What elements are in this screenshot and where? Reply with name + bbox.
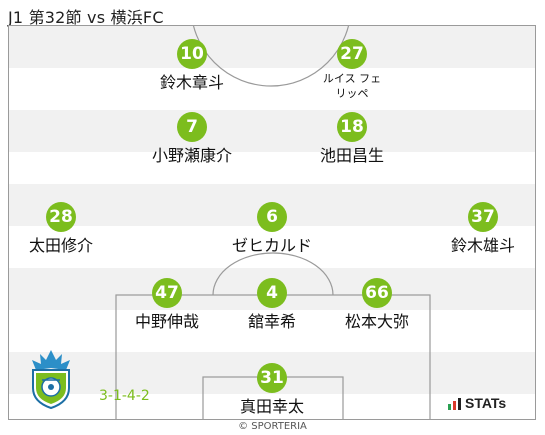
player-number: 28 [46, 202, 76, 232]
penalty-arc [212, 252, 334, 296]
stats-brand: STATs [465, 395, 507, 411]
player-name: 太田修介 [28, 236, 93, 255]
player-card[interactable]: 18 池田昌生 [282, 112, 422, 165]
match-title: J1 第32節 vs 横浜FC [8, 8, 164, 27]
player-card[interactable]: 37 鈴木雄斗 [413, 202, 545, 255]
pitch-stripe [9, 26, 535, 68]
player-name: 中野伸哉 [134, 312, 199, 331]
player-number: 37 [468, 202, 498, 232]
player-number: 6 [257, 202, 287, 232]
player-card[interactable]: 4 舘幸希 [202, 278, 342, 331]
copyright: © SPORTERIA [238, 421, 307, 432]
player-name: 小野瀬康介 [151, 146, 232, 165]
club-crest-logo [32, 350, 70, 410]
player-name: 鈴木章斗 [159, 73, 224, 92]
player-name: ルイス フェリッペ [322, 72, 382, 100]
player-card[interactable]: 31 真田幸太 [202, 363, 342, 416]
player-card[interactable]: 28 太田修介 [0, 202, 131, 255]
player-card[interactable]: 6 ゼヒカルド [202, 202, 342, 255]
formation-label: 3-1-4-2 [99, 388, 150, 404]
player-number: 4 [257, 278, 287, 308]
player-card[interactable]: 66 松本大弥 [307, 278, 447, 331]
player-name: ゼヒカルド [231, 236, 312, 255]
player-card[interactable]: 47 中野伸哉 [97, 278, 237, 331]
player-number: 27 [337, 39, 367, 69]
player-number: 7 [177, 112, 207, 142]
player-name: 池田昌生 [319, 146, 384, 165]
player-number: 31 [257, 363, 287, 393]
player-name: 舘幸希 [247, 312, 296, 331]
player-card[interactable]: 7 小野瀬康介 [122, 112, 262, 165]
player-name: 松本大弥 [344, 312, 409, 331]
player-card[interactable]: 10 鈴木章斗 [122, 39, 262, 92]
player-number: 18 [337, 112, 367, 142]
player-name: 鈴木雄斗 [450, 236, 515, 255]
player-number: 10 [177, 39, 207, 69]
player-name: 真田幸太 [239, 397, 304, 416]
pitch-stripe [9, 110, 535, 152]
player-card[interactable]: 27 ルイス フェリッペ [282, 39, 422, 101]
stats-bars-icon [448, 398, 461, 411]
player-number: 47 [152, 278, 182, 308]
player-number: 66 [362, 278, 392, 308]
stats-logo: STATs [448, 395, 506, 411]
